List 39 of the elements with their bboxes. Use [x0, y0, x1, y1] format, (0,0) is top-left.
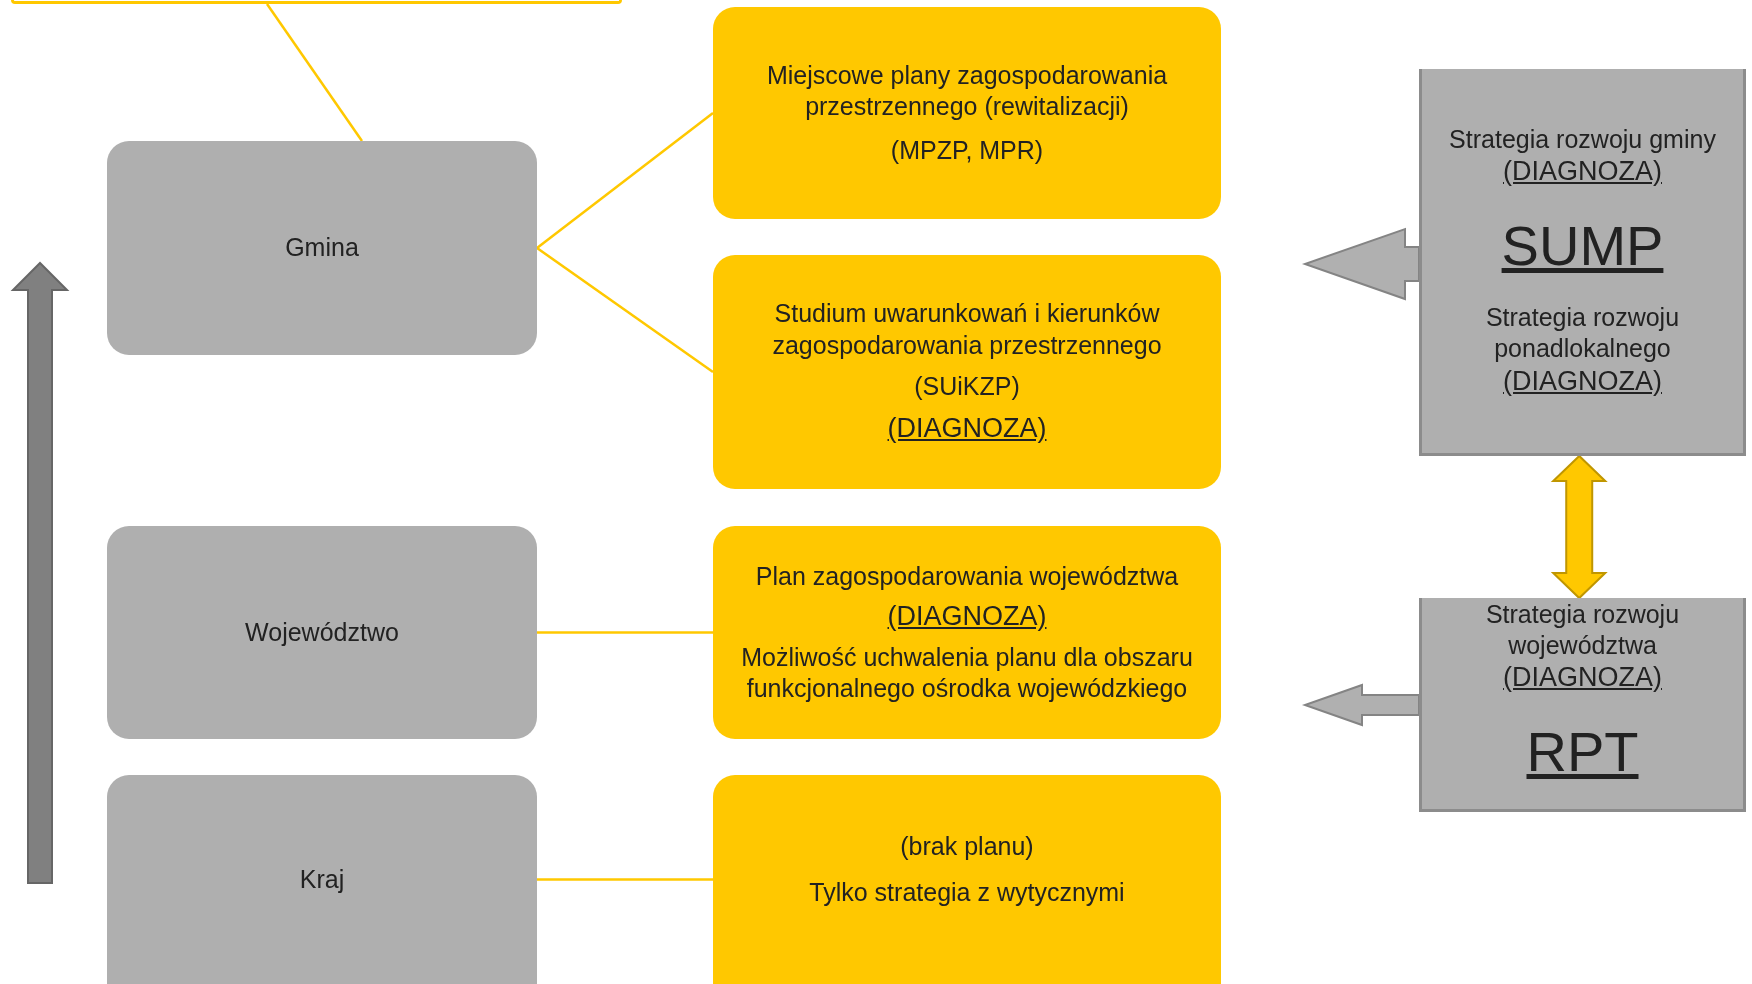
node-text: Tylko strategia z wytycznymi [809, 876, 1125, 908]
node-text: Miejscowe plany zagospodarowania przestrzennego (rewitalizacji) [765, 60, 1169, 123]
node-text: Strategia rozwoju gminy [1449, 123, 1716, 155]
diagnosis-label: (DIAGNOZA) [1503, 154, 1662, 188]
diagnosis-label: (DIAGNOZA) [887, 600, 1047, 633]
node-text: Plan zagospodarowania województwa [755, 560, 1179, 592]
level-box [107, 526, 537, 739]
connector-line [536, 246, 714, 374]
level-box [107, 141, 537, 355]
node-text: Możliwość uchwalenia planu dla obszaru funkcjonalnego ośrodka wojewódzkiego [740, 641, 1194, 704]
acronym-label: RPT [1526, 720, 1639, 783]
node-text: Województwo [245, 616, 399, 648]
node-text: Strategia rozwoju województwa [1484, 598, 1681, 661]
node-text: Kraj [299, 863, 345, 895]
empty-box [11, 0, 622, 4]
connector-line [536, 112, 714, 249]
plan-box [713, 775, 1221, 984]
diagnosis-label: (DIAGNOZA) [1503, 661, 1662, 695]
block-arrow [1550, 454, 1608, 600]
node-text: Studium uwarunkowań i kierunków zagospodarowania przestrzennego [771, 298, 1163, 361]
node-text: (brak planu) [900, 831, 1034, 863]
block-arrow [1301, 683, 1420, 727]
strategy-box [1419, 69, 1746, 456]
plan-box [713, 526, 1221, 739]
plan-box [713, 7, 1221, 219]
node-text: (MPZP, MPR) [890, 134, 1044, 166]
level-box [107, 775, 537, 984]
acronym-label: SUMP [1501, 214, 1664, 277]
node-text: Strategia rozwoju ponadlokalnego [1484, 302, 1681, 365]
strategy-box [1419, 598, 1746, 812]
node-text: Gmina [285, 232, 359, 264]
diagnosis-label: (DIAGNOZA) [1503, 364, 1662, 398]
diagnosis-label: (DIAGNOZA) [887, 412, 1047, 445]
block-arrow [1301, 227, 1420, 301]
connector-line [537, 631, 713, 634]
node-text: (SUiKZP) [914, 370, 1020, 402]
plan-box [713, 255, 1221, 489]
connector-line [537, 878, 713, 881]
connector-line [266, 3, 363, 142]
